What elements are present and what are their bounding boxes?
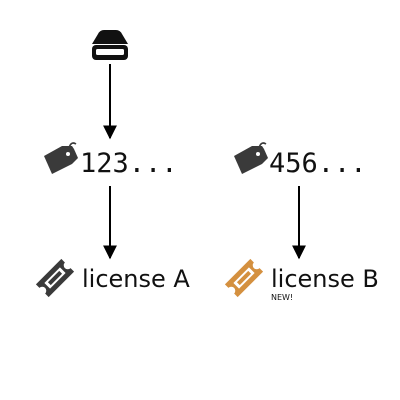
tag-icon bbox=[234, 142, 268, 174]
new-badge: NEW! bbox=[271, 293, 293, 302]
key-left-text: 123... bbox=[80, 148, 178, 179]
license-a-label: license A bbox=[82, 265, 190, 293]
key-right-text: 456... bbox=[269, 148, 367, 179]
ticket-icon bbox=[224, 258, 264, 298]
hard-drive-icon bbox=[92, 30, 128, 60]
license-b-label: license B bbox=[271, 265, 379, 293]
ticket-icon bbox=[35, 258, 75, 298]
tag-icon bbox=[44, 142, 78, 174]
